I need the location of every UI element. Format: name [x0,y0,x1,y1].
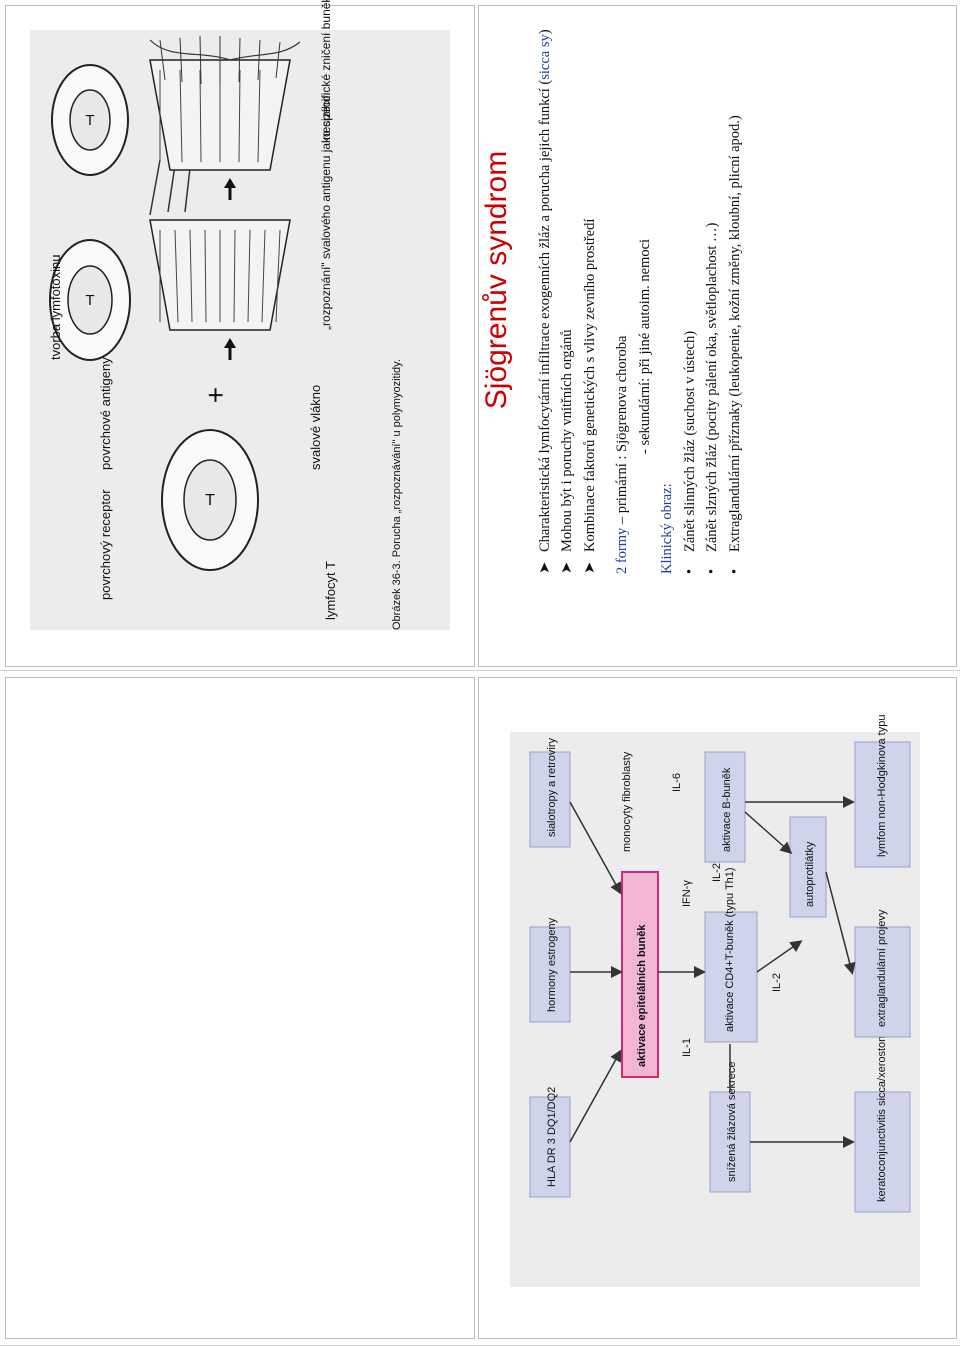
box-sialotropy: sialotropy a retroviry [529,737,571,848]
clinical-item-2: •Zánět slzných žláz (pocity pálení oka, … [701,14,723,574]
bullet-2: ➤ Mohou být i poruchy vnitřních orgánů [556,14,578,574]
svg-text:hormony estrogeny: hormony estrogeny [546,917,558,1012]
page-2: HLA DR 3 DQ1/DQ2 hormony estrogeny sialo… [0,672,960,1346]
figure-frame [5,5,475,667]
box-autoantibodies: autoprotilátky [789,816,827,918]
box-lymphoma: lymfom non-Hodgkinova typu [854,715,911,868]
svg-text:autoprotilátky: autoprotilátky [804,841,816,907]
page-1: T + T T lymfocyt T povrchový r [0,0,960,671]
cell-letter-3: T [85,112,94,129]
dot-bullet-icon: • [681,568,698,574]
clinical-item-3: •Extraglandulární příznaky (leukopenie, … [724,14,746,574]
lymphotoxin-label: tvorba lymfotoxinu [48,255,63,361]
arrow-bullet-icon: ➤ [537,561,553,574]
muscle-label: svalové vlákno [308,385,323,470]
svg-text:aktivace epitelálních buněk: aktivace epitelálních buněk [636,924,648,1067]
slide-1: Sjögrenův syndrom ➤ Charakteristická lym… [474,29,960,670]
slide-frame [478,5,957,667]
destroyed-fibre [149,35,301,85]
dot-bullet-icon: • [704,568,721,574]
svg-text:keratoconjunctivitis sicca/xer: keratoconjunctivitis sicca/xerostomie [876,1024,888,1202]
box-extragland: extraglandulární projevy [854,909,911,1038]
dot-bullet-icon: • [726,568,743,574]
clinical-item-1: •Zánět slinných žláz (suchost v ústech) [679,14,701,574]
bullet-1: ➤ Charakteristická lymfocytární infiltra… [534,14,556,574]
box-cd4: aktivace CD4+T-buněk (typu Th1) [704,867,758,1043]
lymphocyte-nucleus [183,459,237,541]
svg-text:sialotropy a retroviry: sialotropy a retroviry [546,737,558,837]
svg-text:HLA DR 3 DQ1/DQ2: HLA DR 3 DQ1/DQ2 [546,1087,558,1187]
svg-text:aktivace B-buněk: aktivace B-buněk [721,767,733,852]
lymphocyte-label: lymfocyt T [323,561,338,620]
box-central: aktivace epitelálních buněk [621,871,659,1078]
plus-sign: + [200,387,231,403]
muscle-figure: T + T T lymfocyt T povrchový r [48,0,403,630]
box-hla: HLA DR 3 DQ1/DQ2 [529,1087,571,1198]
svg-text:extraglandulární projevy: extraglandulární projevy [876,909,888,1027]
receptor-label: povrchový receptor [98,489,113,600]
cell-letter-1: T [205,492,215,509]
blank-frame [478,677,957,1339]
muscle-fibre-2 [149,59,291,171]
box-hormones: hormony estrogeny [529,917,571,1023]
il2-label-2: IL-2 [711,863,723,882]
forms-secondary: - sekundární: při jiné autoim. nemoci [636,238,653,454]
arrow-bullet-icon: ➤ [581,561,598,574]
svg-text:snížená žlázová sekrece: snížená žlázová sekrece [726,1062,738,1182]
muscle-fibre-1 [149,159,291,331]
il2-label-1: IL-2 [771,973,783,992]
destruction-label: nespecifické zničení buněk [319,0,333,140]
svg-text:aktivace CD4+T-buněk (typu Th1: aktivace CD4+T-buněk (typu Th1) [724,867,736,1032]
cell-letter-2: T [85,292,94,309]
arrow-bullet-icon: ➤ [559,561,576,574]
box-bcells: aktivace B-buněk [704,751,746,863]
flow-frame [5,677,475,1339]
clinical-label: Klinický obraz: [659,483,676,574]
monocytes-label: monocyty fibroblasty [621,751,633,852]
box-kerato: keratoconjunctivitis sicca/xerostomie [854,1024,911,1213]
forms-line: 2 formy – primární : Sjögrenova choroba [614,335,631,574]
il1-label: IL-1 [681,1038,693,1057]
antigen-label: povrchové antigeny [98,357,113,470]
ifn-label: IFN-γ [681,880,693,907]
flow-diagram: HLA DR 3 DQ1/DQ2 hormony estrogeny sialo… [529,715,911,1213]
figure-caption: Obrázek 36-3. Porucha „rozpoznávání" u p… [391,359,403,630]
recognition-label: „rozpoznání" svalového antigenu jako ciz… [319,95,333,330]
bullet-3: ➤ Kombinace faktorů genetických s vlivy … [579,14,601,574]
box-secretion: snížená žlázová sekrece [709,1062,751,1193]
slide-body: ➤ Charakteristická lymfocytární infiltra… [534,14,746,574]
slide-title: Sjögrenův syndrom [480,150,513,410]
svg-text:lymfom non-Hodgkinova typu: lymfom non-Hodgkinova typu [876,715,888,857]
il6-label: IL-6 [671,773,683,792]
